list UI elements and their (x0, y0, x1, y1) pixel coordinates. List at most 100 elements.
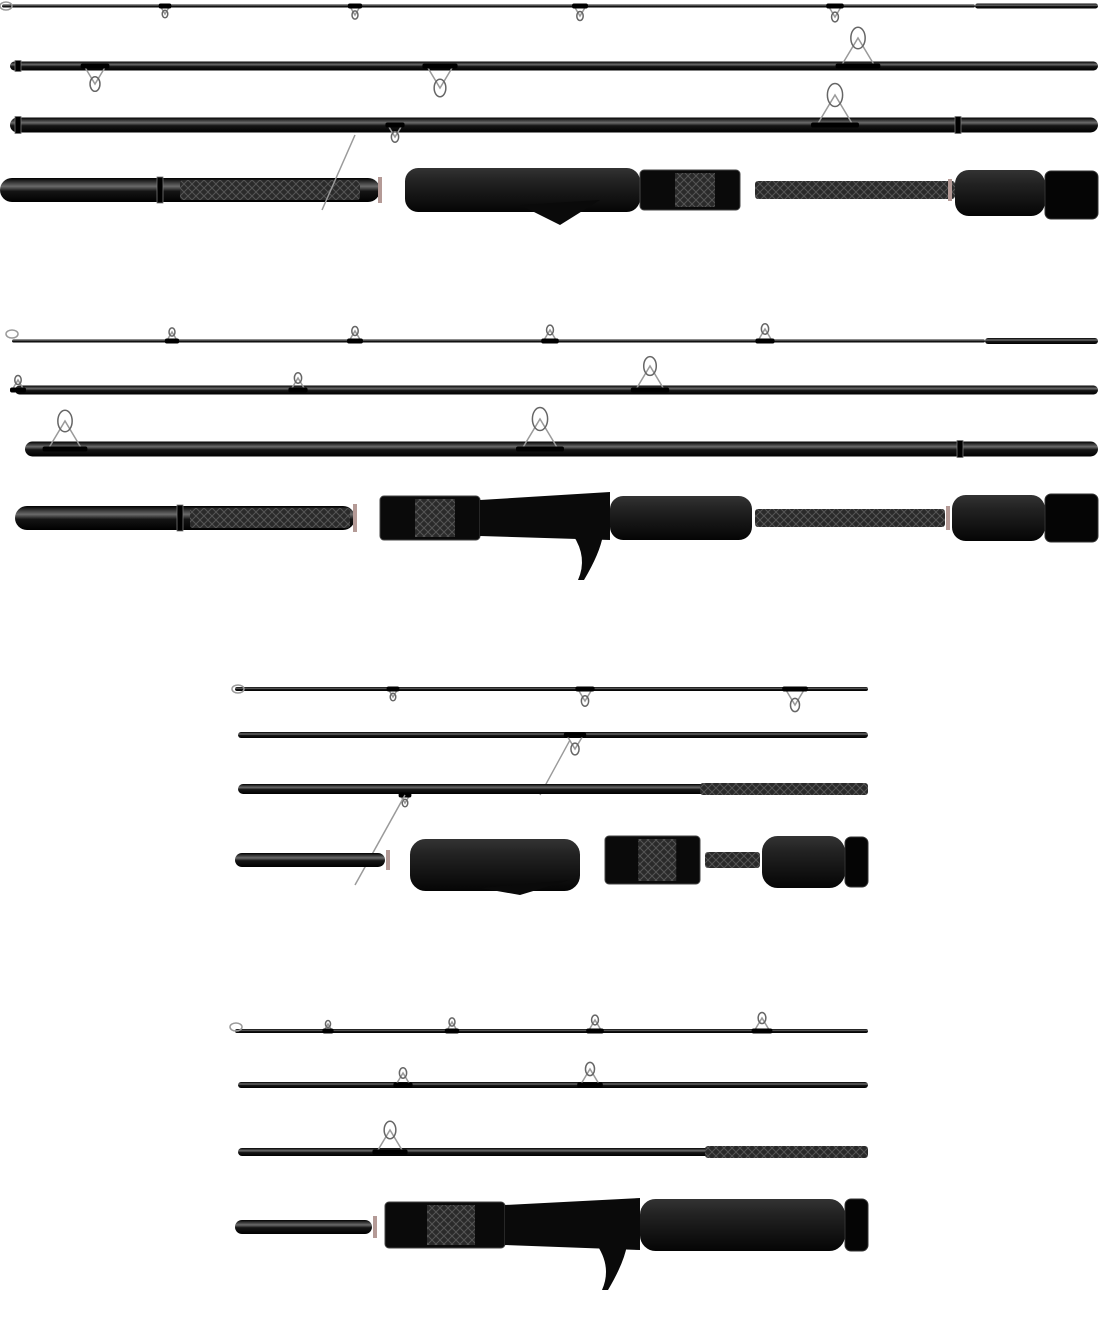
guide-wrap (586, 1028, 604, 1034)
rod-2 (5, 323, 1099, 580)
guide-wrap (516, 446, 564, 452)
line-guide-icon (165, 330, 179, 342)
guide-wrap (755, 338, 775, 344)
line-guide-icon (573, 5, 587, 18)
line-guide-icon (11, 378, 25, 391)
rear-grip (955, 170, 1045, 216)
line-guide-icon (827, 5, 843, 19)
trigger-icon (573, 535, 603, 580)
line-guide-icon (348, 5, 362, 17)
rod-4 (229, 1011, 869, 1290)
line-guide-icon (399, 794, 411, 805)
fore-grip (610, 496, 752, 540)
guide-ring (14, 374, 22, 386)
mid-section-1 (238, 1082, 868, 1088)
guide-wrap (42, 446, 88, 452)
mid-section-1 (238, 732, 868, 738)
line-guide-icon (579, 1067, 601, 1086)
reel-seat-carbon-hood (415, 499, 455, 537)
guide-wrap (372, 1149, 408, 1155)
tip-top-guide (231, 684, 245, 694)
guide-wrap (164, 338, 180, 344)
guide-ring (398, 1067, 408, 1079)
line-guide-icon (840, 36, 876, 67)
guide-wrap (835, 63, 881, 69)
line-guide-icon (634, 364, 666, 391)
ferrule (14, 116, 22, 134)
line-guide-icon (542, 328, 558, 342)
mid-section-2 (10, 117, 1098, 133)
rod-1 (0, 1, 1099, 225)
carbon-section (190, 508, 350, 528)
guide-ring (293, 372, 303, 384)
guide-ring (324, 1019, 332, 1029)
carbon-section (755, 181, 955, 199)
tip-top-guide (229, 1022, 243, 1032)
butt-cap (1044, 170, 1099, 220)
line-guide-icon (387, 124, 403, 139)
trigger-icon (597, 1245, 627, 1290)
carbon-section (755, 509, 945, 527)
guide-ring (433, 78, 447, 98)
trim-ring (353, 504, 357, 532)
guide-wrap (563, 732, 587, 738)
mid-section-1 (10, 61, 1098, 71)
rear-grip (762, 836, 845, 888)
rear-grip (952, 495, 1045, 541)
guide-ring (570, 742, 580, 756)
guide-ring (351, 325, 359, 337)
guide-ring (383, 1120, 397, 1140)
guide-ring (789, 697, 801, 713)
guide-ring (57, 409, 73, 433)
fore-grip (405, 168, 640, 212)
tip-section-butt (985, 338, 1098, 344)
guide-ring (580, 695, 590, 707)
line-guide-icon (387, 688, 399, 699)
butt-section (235, 853, 385, 867)
reel-seat-carbon-hood (675, 173, 715, 207)
guide-ring (401, 798, 409, 808)
guide-ring (826, 82, 844, 108)
guide-wrap (572, 3, 588, 9)
guide-ring (760, 323, 770, 335)
line-guide-icon (587, 1018, 603, 1032)
reel-seat-body (480, 492, 610, 540)
guide-ring (545, 324, 555, 336)
butt-cap (844, 836, 869, 888)
carbon-section (180, 180, 360, 200)
tip-section (12, 339, 985, 343)
line-guide-icon (753, 1016, 771, 1032)
guide-wrap (322, 1028, 334, 1034)
trim-ring (373, 1216, 377, 1238)
butt-cap (1044, 493, 1099, 543)
guide-wrap (158, 3, 172, 9)
carbon-section (705, 1146, 868, 1158)
trim-ring (386, 850, 390, 870)
guide-wrap (385, 122, 405, 128)
guide-ring (89, 75, 101, 93)
line-guide-icon (47, 419, 83, 450)
guide-wrap (751, 1028, 773, 1034)
line-guide-icon (784, 688, 806, 707)
mid-section-1 (15, 385, 1098, 395)
line-guide-icon (521, 417, 559, 450)
line-guide-icon (816, 93, 854, 126)
line-guide-icon (83, 65, 107, 86)
guide-ring (584, 1061, 596, 1077)
line-guide-icon (290, 376, 306, 391)
guide-ring (390, 131, 400, 143)
guide-wrap (577, 1082, 603, 1088)
guide-wrap (288, 387, 308, 393)
rod-3 (231, 684, 869, 895)
hood-icon (520, 200, 600, 225)
guide-ring (161, 9, 169, 19)
guide-ring (448, 1017, 456, 1027)
line-guide-icon (395, 1071, 411, 1086)
guide-wrap (811, 122, 859, 128)
guide-wrap (347, 3, 363, 9)
tip-section-butt (975, 3, 1098, 9)
guide-wrap (782, 686, 808, 692)
line-guide-icon (445, 1020, 459, 1032)
carbon-section (700, 783, 868, 795)
